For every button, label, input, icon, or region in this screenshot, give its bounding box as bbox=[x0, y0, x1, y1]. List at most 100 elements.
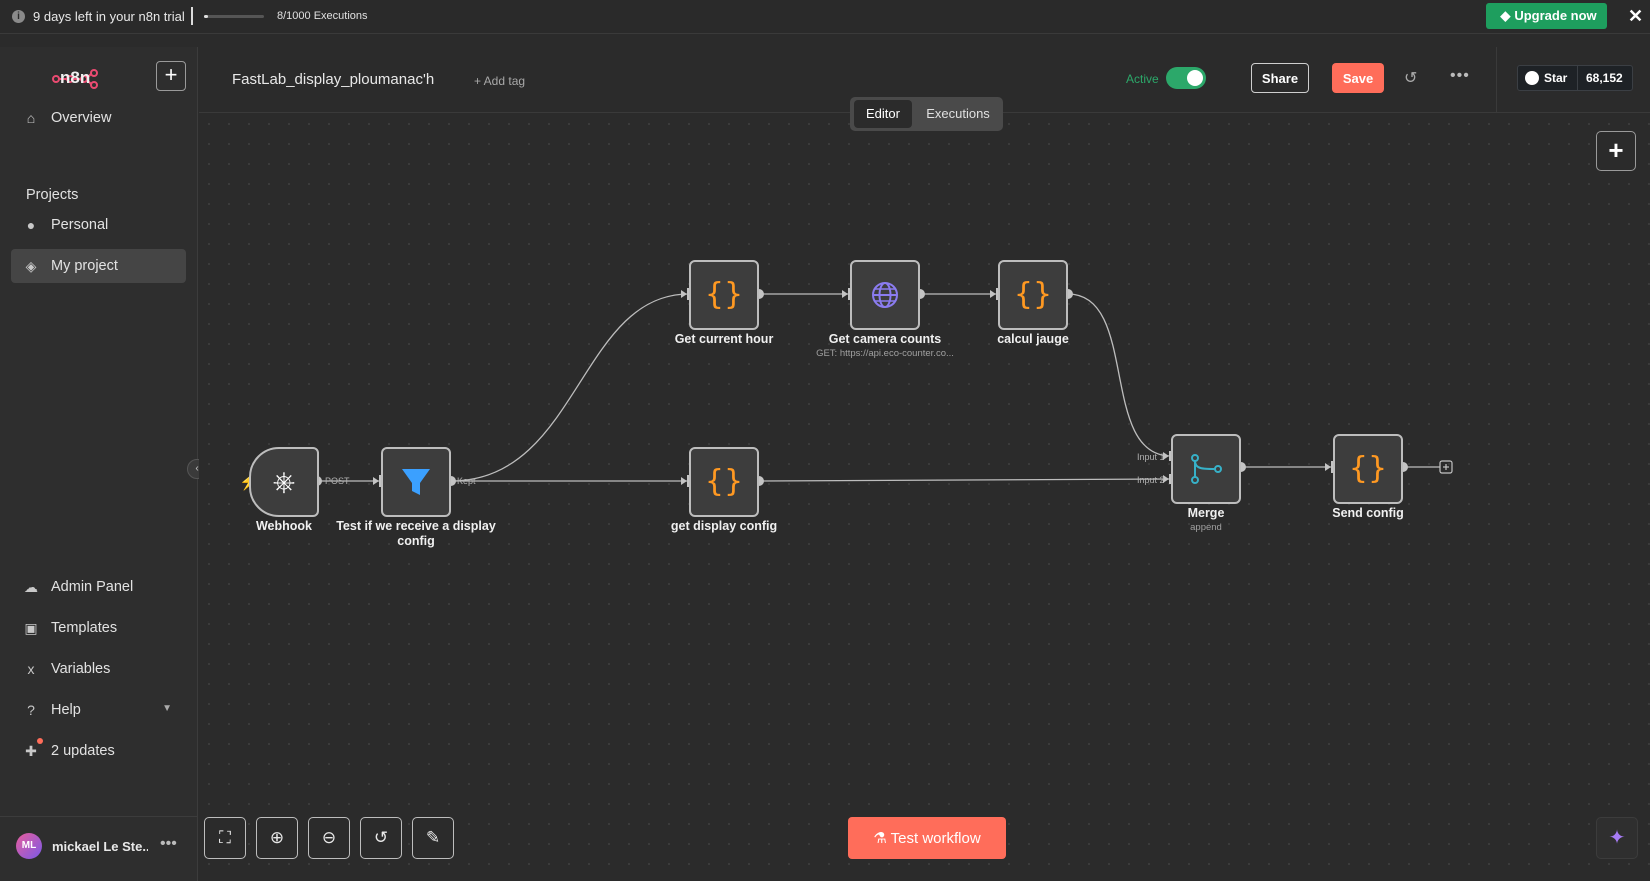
executions-progress-fill bbox=[204, 15, 208, 18]
add-tag-link[interactable]: + Add tag bbox=[474, 74, 526, 88]
arrowhead bbox=[1325, 463, 1331, 471]
node-label: Webhook bbox=[255, 519, 313, 533]
webhook-icon: ⎈ bbox=[272, 465, 296, 498]
new-button[interactable]: + bbox=[156, 61, 186, 91]
test-workflow-label: Test workflow bbox=[890, 830, 981, 847]
save-button[interactable]: Save bbox=[1332, 63, 1384, 93]
code-icon: {} bbox=[1013, 277, 1053, 312]
node-get-display-config[interactable]: {} bbox=[689, 447, 759, 517]
projects-heading: Projects bbox=[26, 187, 79, 203]
node-calcul-jauge[interactable]: {} bbox=[998, 260, 1068, 330]
more-icon[interactable]: ••• bbox=[160, 835, 177, 852]
node-label: calcul jauge bbox=[997, 332, 1069, 346]
user-icon: ● bbox=[26, 217, 36, 233]
node-webhook[interactable]: ⎈ bbox=[249, 447, 319, 517]
broom-icon: ✎ bbox=[425, 828, 441, 847]
add-node-button[interactable]: + bbox=[1596, 131, 1636, 171]
mode-tabs: Editor Executions bbox=[850, 97, 1003, 131]
user-bar: ML mickael Le Ste... ••• bbox=[0, 816, 198, 881]
cloud-icon: ☁ bbox=[24, 579, 38, 595]
github-icon bbox=[1525, 71, 1539, 85]
workflow-canvas[interactable]: POST Kept Input 1 Input 2 ⚡ ⎈ Webhook Te… bbox=[199, 114, 1650, 881]
sidebar-item-my-project[interactable]: ◈ My project bbox=[11, 249, 186, 283]
sparkle-icon: ✦ bbox=[1608, 827, 1626, 849]
node-label: get display config bbox=[670, 519, 778, 533]
tidy-up-button[interactable]: ✎ bbox=[412, 817, 454, 859]
tab-editor[interactable]: Editor bbox=[854, 100, 912, 128]
sidebar-item-personal[interactable]: ● Personal bbox=[11, 208, 186, 242]
avatar[interactable]: ML bbox=[16, 833, 42, 859]
banner-divider bbox=[191, 7, 193, 25]
node-subtitle: append bbox=[1190, 522, 1222, 533]
user-name: mickael Le Ste... bbox=[52, 839, 148, 854]
workflow-header: FastLab_display_ploumanac'h + Add tag Ac… bbox=[199, 47, 1650, 113]
node-get-camera-counts[interactable] bbox=[850, 260, 920, 330]
arrowhead bbox=[681, 290, 687, 298]
header-divider bbox=[1496, 47, 1497, 113]
workflow-name[interactable]: FastLab_display_ploumanac'h bbox=[232, 71, 435, 88]
node-send-config[interactable]: {} bbox=[1333, 434, 1403, 504]
sidebar-item-label: My project bbox=[51, 258, 118, 274]
filter-icon bbox=[402, 469, 430, 495]
gift-icon: ✚ bbox=[25, 743, 37, 759]
zoom-in-button[interactable]: ⊕ bbox=[256, 817, 298, 859]
ai-assistant-button[interactable]: ✦ bbox=[1596, 817, 1638, 859]
arrowhead bbox=[842, 290, 848, 298]
node-label: Send config bbox=[1332, 506, 1404, 520]
more-icon[interactable]: ••• bbox=[1450, 67, 1470, 84]
sidebar-item-label: 2 updates bbox=[51, 743, 115, 759]
info-icon: i bbox=[12, 10, 25, 23]
node-label: Test if we receive a display config bbox=[336, 519, 496, 548]
sidebar-item-label: Overview bbox=[51, 110, 112, 126]
n8n-logo-icon bbox=[52, 69, 98, 89]
connection-display-merge bbox=[758, 478, 1172, 482]
flask-icon: ⚗ bbox=[873, 830, 891, 847]
brand-name: n8n bbox=[60, 68, 91, 87]
test-workflow-button[interactable]: ⚗ Test workflow bbox=[848, 817, 1006, 859]
trial-banner: i 9 days left in your n8n trial 8/1000 E… bbox=[0, 0, 1650, 34]
history-icon[interactable]: ↺ bbox=[1404, 70, 1418, 87]
gem-icon: ◆ bbox=[1500, 8, 1511, 23]
sidebar-item-templates[interactable]: ▣ Templates bbox=[11, 611, 186, 645]
sidebar-item-label: Admin Panel bbox=[51, 579, 134, 595]
sidebar: n8n + ⌂ Overview Projects ● Personal ◈ M… bbox=[0, 47, 207, 881]
upgrade-label: Upgrade now bbox=[1514, 8, 1597, 23]
undo-icon: ↺ bbox=[373, 828, 389, 847]
upgrade-button[interactable]: ◆Upgrade now bbox=[1486, 3, 1607, 29]
node-get-current-hour[interactable]: {} bbox=[689, 260, 759, 330]
layers-icon: ◈ bbox=[25, 258, 37, 274]
executions-count: 8/1000 Executions bbox=[277, 10, 368, 22]
node-label: Get current hour bbox=[674, 332, 774, 346]
node-filter[interactable] bbox=[381, 447, 451, 517]
zoom-out-icon: ⊖ bbox=[321, 828, 337, 847]
zoom-to-fit-button[interactable]: ⛶ bbox=[204, 817, 246, 859]
reset-zoom-button[interactable]: ↺ bbox=[360, 817, 402, 859]
sidebar-item-overview[interactable]: ⌂ Overview bbox=[11, 101, 186, 135]
node-merge[interactable] bbox=[1171, 434, 1241, 504]
share-button[interactable]: Share bbox=[1251, 63, 1309, 93]
toggle-knob bbox=[1187, 70, 1203, 86]
connection-label-input-1: Input 1 bbox=[1137, 452, 1165, 462]
sidebar-item-help[interactable]: ? Help ▼ bbox=[11, 693, 186, 727]
github-star-button[interactable]: Star 68,152 bbox=[1517, 65, 1633, 91]
sidebar-item-admin-panel[interactable]: ☁ Admin Panel bbox=[11, 570, 186, 604]
globe-icon bbox=[872, 282, 898, 308]
zoom-in-icon: ⊕ bbox=[269, 828, 285, 847]
zoom-out-button[interactable]: ⊖ bbox=[308, 817, 350, 859]
sidebar-item-variables[interactable]: x Variables bbox=[11, 652, 186, 686]
node-label: Merge bbox=[1187, 506, 1225, 520]
chevron-down-icon: ▼ bbox=[162, 703, 172, 714]
tab-executions[interactable]: Executions bbox=[926, 106, 990, 121]
active-toggle[interactable] bbox=[1166, 67, 1206, 89]
arrowhead bbox=[1163, 452, 1169, 460]
sidebar-item-updates[interactable]: ✚ 2 updates bbox=[11, 734, 186, 768]
notification-dot bbox=[37, 738, 43, 744]
github-star-count: 68,152 bbox=[1586, 71, 1623, 85]
box-icon: ▣ bbox=[24, 620, 38, 636]
code-icon: {} bbox=[1348, 451, 1388, 486]
close-icon[interactable]: ✕ bbox=[1628, 6, 1644, 26]
connection-filter-hour bbox=[450, 293, 690, 482]
node-subtitle: GET: https://api.eco-counter.co... bbox=[816, 348, 954, 359]
sidebar-item-label: Personal bbox=[51, 217, 109, 233]
